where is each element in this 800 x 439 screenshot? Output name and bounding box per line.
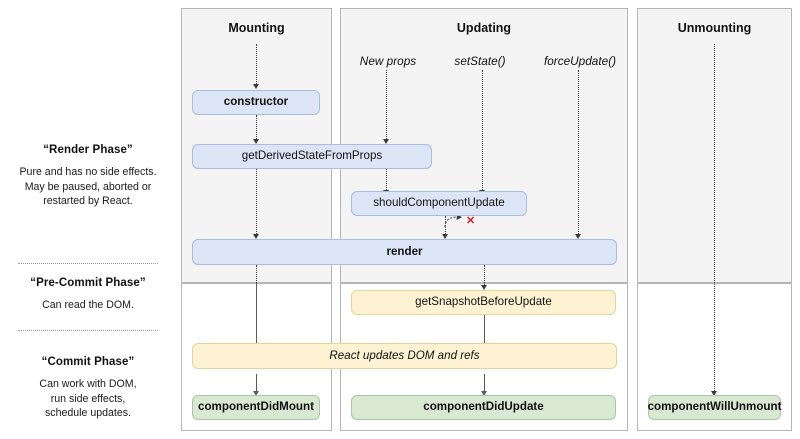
trigger-new-props: New props — [359, 54, 417, 68]
connector-gdsfp-to-render — [256, 169, 257, 234]
column-header-mounting: Mounting — [228, 21, 285, 35]
trigger-force-update: forceUpdate() — [543, 54, 617, 68]
column-header-unmounting: Unmounting — [677, 21, 752, 35]
connector-force-update — [578, 70, 579, 234]
legend-pre-commit-phase-title: “Pre-Commit Phase” — [30, 277, 146, 289]
node-react-updates-dom-and-refs[interactable]: React updates DOM and refs — [192, 343, 617, 369]
connector-snapshot-to-dom — [484, 315, 485, 343]
phase-legend: “Render Phase” Pure and has no side effe… — [0, 0, 176, 439]
arrowhead-gdsfp-to-render — [253, 234, 259, 239]
arrowhead-render-to-snapshot — [481, 285, 487, 290]
arrowhead-dom-to-did-update — [481, 391, 487, 396]
trigger-set-state: setState() — [454, 54, 506, 68]
arrowhead-mount-top — [253, 84, 259, 89]
arrowhead-scu-to-render — [442, 234, 448, 239]
node-component-did-update[interactable]: componentDidUpdate — [351, 395, 616, 420]
connector-dom-to-did-update — [484, 374, 485, 391]
arrowhead-dom-to-did-mount — [253, 391, 259, 396]
node-constructor[interactable]: constructor — [192, 90, 320, 115]
node-get-snapshot-before-update[interactable]: getSnapshotBeforeUpdate — [351, 290, 616, 315]
skip-render-x-icon: ✕ — [466, 215, 476, 227]
legend-render-phase: “Render Phase” Pure and has no side effe… — [0, 144, 176, 209]
legend-render-phase-body: Pure and has no side effects. May be pau… — [19, 166, 157, 207]
node-should-component-update[interactable]: shouldComponentUpdate — [351, 191, 527, 216]
arrowhead-new-props — [383, 139, 389, 144]
legend-pre-commit-phase-body: Can read the DOM. — [42, 299, 134, 311]
connector-commit-mount — [256, 283, 257, 343]
legend-divider-bottom — [18, 330, 158, 331]
connector-render-to-snapshot — [484, 265, 485, 285]
skip-render-branch-arrow — [444, 214, 462, 228]
node-component-did-mount[interactable]: componentDidMount — [192, 395, 320, 420]
legend-commit-phase: “Commit Phase” Can work with DOM, run si… — [0, 356, 176, 421]
connector-render-to-commit-mount — [256, 265, 257, 283]
arrowhead-unmounting — [711, 391, 717, 396]
legend-commit-phase-title: “Commit Phase” — [41, 356, 135, 368]
arrowhead-constructor-to-gdsfp — [253, 139, 259, 144]
legend-pre-commit-phase: “Pre-Commit Phase” Can read the DOM. — [0, 277, 176, 313]
legend-render-phase-title: “Render Phase” — [43, 144, 133, 156]
connector-dom-to-did-mount — [256, 374, 257, 391]
connector-set-state — [482, 70, 483, 190]
node-component-will-unmount[interactable]: componentWillUnmount — [648, 395, 781, 420]
arrowhead-force-update — [575, 234, 581, 239]
connector-unmounting — [714, 44, 715, 391]
legend-divider-top — [18, 263, 158, 264]
node-get-derived-state-from-props[interactable]: getDerivedStateFromProps — [192, 144, 432, 169]
connector-constructor-to-gdsfp — [256, 115, 257, 139]
connector-mount-top — [256, 44, 257, 84]
column-header-updating: Updating — [456, 21, 512, 35]
connector-gdsfp-to-scu — [386, 169, 387, 190]
connector-new-props — [386, 70, 387, 139]
node-render[interactable]: render — [192, 239, 617, 265]
legend-commit-phase-body: Can work with DOM, run side effects, sch… — [39, 378, 137, 419]
